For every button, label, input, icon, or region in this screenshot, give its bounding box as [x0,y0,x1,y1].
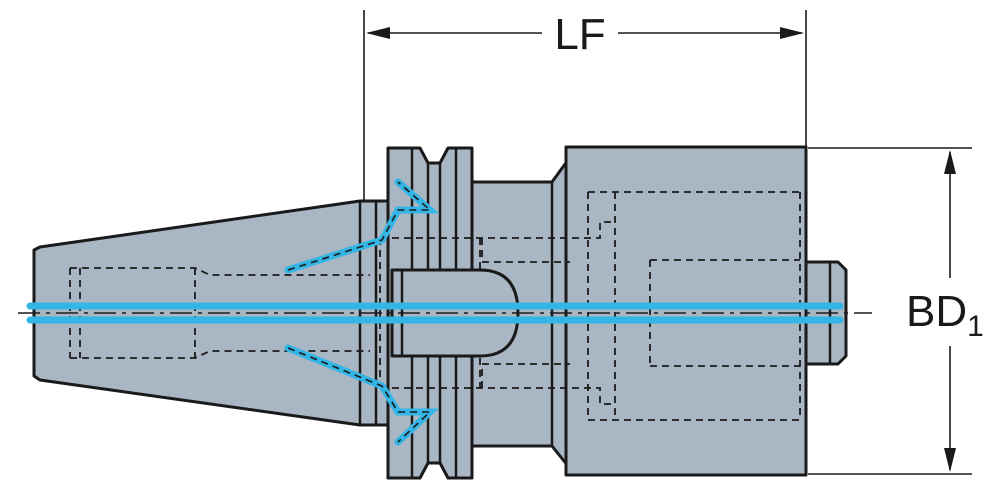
dimension-bd1-subscript: 1 [967,310,984,343]
dimension-lf-label: LF [554,10,605,59]
coolant-channels [26,178,844,446]
dimension-bd1-main: BD [906,287,967,336]
head-cylinder [564,145,808,477]
dimension-bd1 [808,147,972,475]
dimension-bd1-label: BD1 [906,287,984,343]
dimension-lf [363,10,807,200]
